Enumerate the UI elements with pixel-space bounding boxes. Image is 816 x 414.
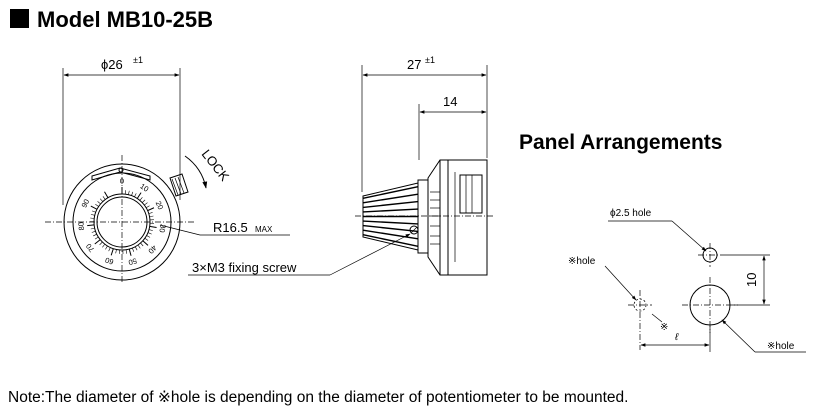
knurl-line — [362, 234, 419, 247]
panel-arrangement: ϕ2.5 hole 10 ※hole ※ ℓ ※hole — [568, 208, 806, 353]
scale-tick — [87, 224, 95, 227]
small-hole-label: ϕ2.5 hole — [610, 208, 652, 219]
lock-knurl — [169, 173, 189, 197]
scale-number: 80 — [76, 222, 86, 231]
panel-heading: Panel Arrangements — [519, 131, 722, 154]
title-bullet-square — [10, 9, 29, 28]
screw-leader — [329, 233, 411, 276]
front-diameter-tolerance: ±1 — [133, 55, 143, 65]
knurl-line — [362, 186, 419, 199]
fixing-screw — [409, 225, 419, 235]
side-lock-lever — [459, 174, 483, 214]
scale-tick — [94, 239, 101, 245]
knurl-line — [362, 208, 419, 213]
lock-label: LOCK — [199, 147, 233, 184]
scale-tick — [140, 242, 144, 247]
scale-number: 30 — [157, 224, 167, 234]
knurl-lines — [362, 186, 419, 247]
scale-number: 20 — [154, 200, 166, 211]
scale-tick — [137, 244, 141, 249]
scale-tick — [99, 198, 104, 202]
front-diameter-label: ϕ26 — [101, 57, 123, 72]
offset-label: ℓ — [674, 332, 679, 343]
reference-mark: ※ — [660, 322, 668, 333]
scale-tick — [99, 241, 103, 246]
spacing-label: 10 — [744, 273, 759, 287]
scale-tick — [149, 215, 154, 218]
radius-leader — [159, 224, 201, 236]
side-length-label: 27 — [407, 57, 421, 72]
reference-hole — [633, 298, 647, 312]
radius-label: R16.5 — [213, 220, 248, 235]
scale-tick — [146, 235, 151, 238]
scale-number: 90 — [80, 198, 92, 210]
scale-tick — [144, 202, 148, 206]
side-length-tolerance: ±1 — [425, 55, 435, 65]
scale-tick — [144, 237, 149, 241]
reference-hole-label: ※hole — [568, 256, 596, 267]
scale-tick — [134, 193, 137, 198]
scale-tick — [104, 191, 109, 199]
small-hole-leader — [671, 220, 707, 252]
note-text: Note:The diameter of ※hole is depending … — [8, 389, 628, 406]
scale-tick — [97, 201, 101, 205]
scale-tick — [110, 248, 114, 256]
lock-arrow — [184, 155, 208, 189]
scale-tick — [90, 217, 95, 219]
scale-number: 10 — [138, 182, 150, 194]
scale-number: 70 — [84, 242, 96, 254]
scale-tick — [94, 236, 99, 240]
reference-hole-leader — [604, 265, 637, 301]
scale-tick — [149, 225, 157, 228]
lock-lever-pin — [118, 167, 124, 173]
scale-tick — [93, 233, 97, 237]
scale-tick — [131, 191, 134, 196]
side-graduations — [430, 191, 440, 245]
scale-number: 50 — [127, 256, 137, 267]
main-hole-label: ※hole — [767, 341, 795, 352]
knurl-line — [362, 224, 419, 233]
scale-tick — [108, 247, 111, 252]
page-title: Model MB10-25B — [37, 7, 213, 32]
scale-tick — [132, 247, 135, 252]
side-depth-label: 14 — [443, 94, 457, 109]
scale-tick — [91, 210, 96, 213]
scale-tick — [139, 197, 143, 201]
knurl-line — [362, 193, 419, 204]
scale-tick — [128, 248, 132, 256]
scale-tick — [147, 232, 152, 235]
scale-tick — [115, 249, 117, 254]
scale-tick — [148, 229, 153, 231]
scale-tick — [136, 192, 142, 199]
scale-tick — [102, 243, 106, 248]
side-view: 27 ±1 14 — [188, 55, 495, 276]
knob-collar — [417, 179, 429, 254]
scale-tick — [102, 196, 106, 200]
scale-tick — [145, 205, 150, 209]
scale-tick — [142, 199, 146, 203]
scale-tick — [148, 212, 153, 214]
scale-tick — [90, 214, 95, 216]
knurl-line — [362, 200, 419, 209]
scale-tick — [147, 207, 155, 212]
scale-tick — [125, 249, 127, 254]
scale-tick — [105, 245, 108, 250]
knob-dial-body — [427, 159, 488, 276]
scale-tick — [95, 204, 99, 207]
scale-tick — [91, 230, 96, 233]
radius-suffix: MAX — [255, 225, 273, 234]
screw-label: 3×M3 fixing screw — [192, 260, 297, 275]
scale-number: 60 — [104, 255, 115, 266]
main-hole-leader — [721, 319, 756, 353]
scale-tick — [142, 240, 149, 246]
scale-tick — [128, 190, 130, 195]
scale-tick — [90, 205, 98, 210]
scale-ticks — [87, 187, 157, 256]
knurl-line — [362, 220, 419, 225]
scale-tick — [90, 227, 95, 230]
scale-tick — [134, 246, 138, 251]
